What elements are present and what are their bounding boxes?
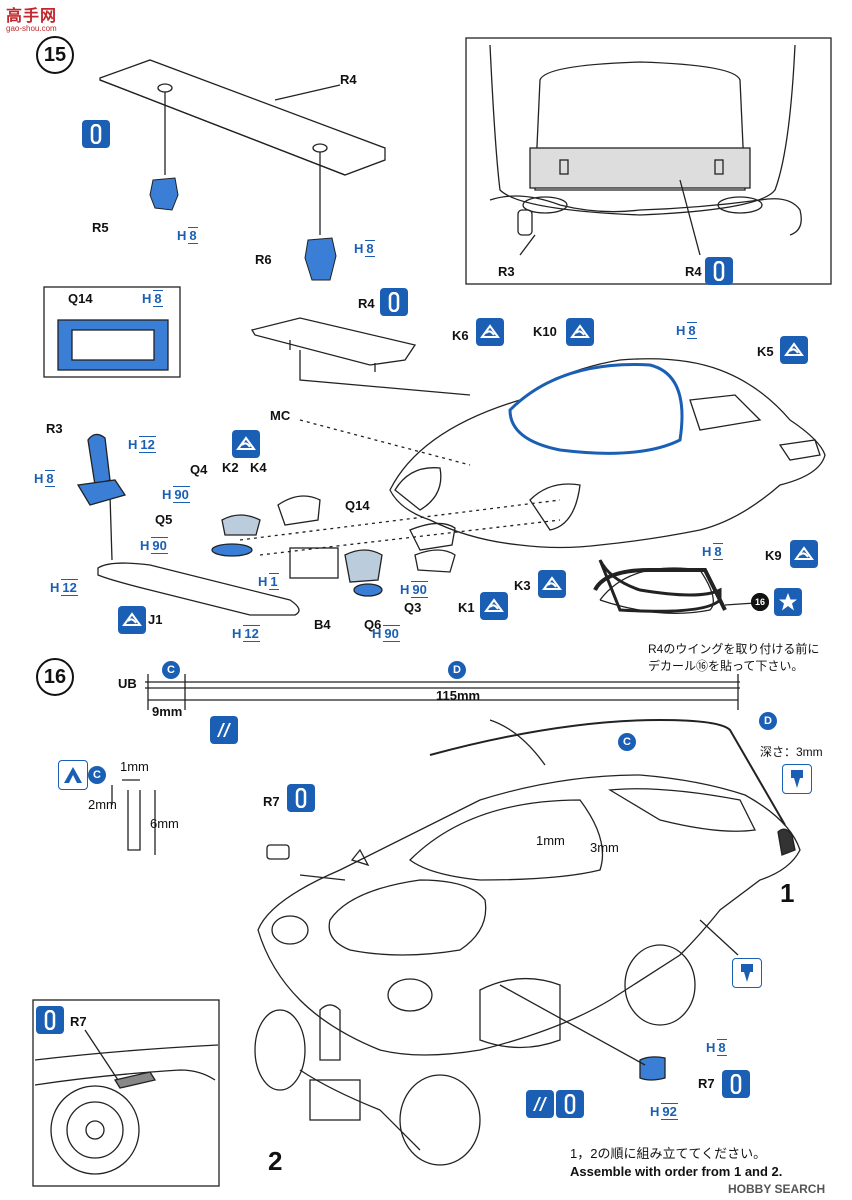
clear-glue-icon-j1 (118, 606, 146, 634)
dim-115mm: 115mm (436, 688, 481, 703)
cement-icon-r7a (287, 784, 315, 812)
decal-star-icon (774, 588, 802, 616)
bend-icon (58, 760, 88, 790)
part-label-q6: Q6 (364, 617, 382, 632)
part-label-r5: R5 (92, 220, 109, 235)
watermark: HOBBY SEARCH (728, 1182, 826, 1196)
order-number-1: 1 (780, 878, 795, 908)
part-label-q4: Q4 (190, 462, 208, 477)
part-label-r4-mid: R4 (358, 296, 375, 311)
cement-icon-inset (36, 1006, 64, 1034)
part-label-inset-r3: R3 (498, 264, 515, 279)
clear-glue-icon-k1 (480, 592, 508, 620)
decal-c-circle-3: C (618, 733, 636, 751)
part-label-mc: MC (270, 408, 291, 423)
clear-glue-icon-k6 (476, 318, 504, 346)
dim-6mm: 6mm (150, 816, 179, 831)
part-label-r4-top: R4 (340, 72, 357, 87)
part-label-k5: K5 (757, 344, 774, 359)
cement-icon-r7c (722, 1070, 750, 1098)
decal-c-circle-2: C (88, 766, 106, 784)
decal-c-circle: C (162, 661, 180, 679)
footer-en: Assemble with order from 1 and 2. (570, 1164, 783, 1179)
part-label-q14: Q14 (68, 291, 93, 306)
step-number-15: 15 (36, 36, 74, 74)
step-number-16: 16 (36, 658, 74, 696)
part-label-j1: J1 (148, 612, 163, 627)
footer-jp: 1，2の順に組み立ててください。 (570, 1146, 767, 1161)
drill-icon (782, 764, 812, 794)
order-number-2: 2 (268, 1146, 283, 1176)
part-label-k4: K4 (250, 460, 267, 475)
cement-icon-r7-bottom (556, 1090, 584, 1118)
decal-number-16: 16 (751, 593, 769, 611)
part-label-k9: K9 (765, 548, 782, 563)
dim-3mm: 3mm (590, 840, 619, 855)
part-label-r7c: R7 (698, 1076, 715, 1091)
ub-label: UB (118, 676, 137, 691)
decal-d-circle-2: D (759, 712, 777, 730)
part-label-k1: K1 (458, 600, 475, 615)
part-label-k6: K6 (452, 328, 469, 343)
dim-2mm: 2mm (88, 797, 117, 812)
part-label-inset-r4: R4 (685, 264, 702, 279)
clear-glue-icon-k10 (566, 318, 594, 346)
part-label-q14b: Q14 (345, 498, 370, 513)
drill-icon-2 (732, 958, 762, 988)
site-logo-text: 高手网 (6, 8, 58, 25)
part-label-r7a: R7 (263, 794, 280, 809)
clear-glue-icon-k2k4 (232, 430, 260, 458)
part-label-r6: R6 (255, 252, 272, 267)
cut-icon-2 (526, 1090, 554, 1118)
part-label-r3: R3 (46, 421, 63, 436)
cut-icon (210, 716, 238, 744)
part-label-k10: K10 (533, 324, 557, 339)
site-logo-url: gao-shou.com (6, 24, 57, 33)
cement-icon-step15 (82, 120, 110, 148)
site-logo: 高手网 gao-shou.com (6, 2, 57, 33)
part-label-k2: K2 (222, 460, 239, 475)
part-label-q5: Q5 (155, 512, 173, 527)
decal-d-circle: D (448, 661, 466, 679)
part-label-k3: K3 (514, 578, 531, 593)
cement-icon-r4 (380, 288, 408, 316)
dim-1mm: 1mm (120, 759, 149, 774)
dim-1mm-b: 1mm (536, 833, 565, 848)
part-label-r7b: R7 (70, 1014, 87, 1029)
depth-label: 深さ：3mm (760, 745, 823, 759)
clear-glue-icon-k5 (780, 336, 808, 364)
decal-note: R4のウイングを取り付ける前に デカール⑯を貼って下さい。 (648, 642, 820, 673)
clear-glue-icon-k3 (538, 570, 566, 598)
part-label-b4: B4 (314, 617, 331, 632)
cement-icon-inset-r4 (705, 257, 733, 285)
dim-9mm: 9mm (152, 704, 183, 719)
clear-glue-icon-k9 (790, 540, 818, 568)
part-label-q3: Q3 (404, 600, 422, 615)
